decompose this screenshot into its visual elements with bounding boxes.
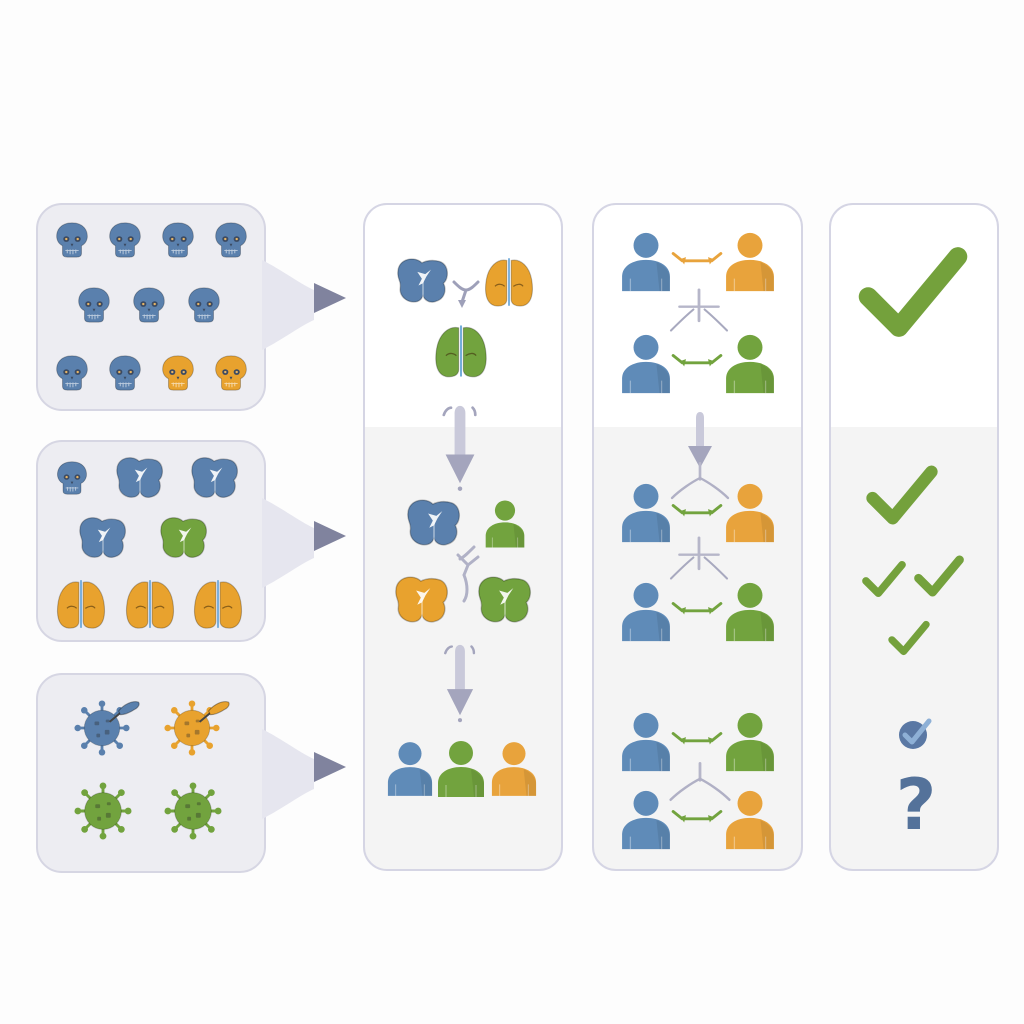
merge-connector — [456, 545, 480, 603]
syringe-icon-blue — [106, 698, 142, 726]
link-arrow-green — [668, 728, 726, 750]
down-arrow-icon — [433, 640, 487, 730]
check-icon-tiny — [886, 620, 932, 656]
skull-icon-blue — [159, 215, 197, 265]
person-icon-green — [724, 332, 776, 396]
kidney-icon-blue — [187, 455, 243, 501]
person-icon-blue — [620, 230, 672, 294]
skull-icon-blue — [54, 455, 90, 501]
organ-icon-orange — [482, 254, 536, 310]
link-arrow-green — [668, 806, 726, 828]
kidney-icon-blue — [75, 515, 131, 561]
large-check-icon — [854, 238, 972, 346]
person-icon-green — [436, 737, 486, 801]
down-arrow-icon — [433, 400, 487, 500]
check-icon — [862, 464, 942, 526]
kidney-icon-green — [156, 515, 212, 561]
kidney-icon-blue — [403, 497, 465, 549]
cross-joiner — [664, 288, 734, 338]
lungs-icon-orange — [53, 578, 109, 630]
lungs-icon-green — [432, 322, 490, 380]
link-arrow-orange — [668, 248, 726, 270]
skull-icon-blue — [106, 348, 144, 398]
person-icon-orange — [724, 230, 776, 294]
lungs-icon-orange — [190, 578, 246, 630]
check-icon-small-right — [912, 554, 966, 598]
kidney-icon-blue — [392, 256, 454, 306]
person-icon-green — [724, 580, 776, 644]
down-arrow-icon — [688, 412, 712, 468]
syringe-icon-orange — [196, 698, 232, 726]
skull-icon-orange — [212, 348, 250, 398]
callout-pointer — [262, 729, 346, 819]
merge-connector — [452, 280, 480, 308]
virus-icon-green — [164, 782, 222, 840]
cross-joiner — [664, 536, 734, 586]
person-icon-blue — [386, 737, 434, 801]
virus-icon-green — [74, 782, 132, 840]
kidney-icon-blue — [112, 455, 168, 501]
person-icon-green — [484, 497, 526, 551]
callout-pointer — [262, 260, 346, 350]
check-icon-small-left — [860, 560, 908, 598]
skull-icon-blue — [106, 215, 144, 265]
skull-icon-blue — [185, 280, 223, 330]
kidney-icon-orange — [391, 574, 453, 626]
lungs-icon-orange — [122, 578, 178, 630]
skull-icon-blue — [212, 215, 250, 265]
question-mark-icon: ? — [895, 764, 937, 846]
skull-icon-blue — [75, 280, 113, 330]
skull-icon-blue — [53, 348, 91, 398]
link-arrow-green — [668, 350, 726, 372]
callout-pointer — [262, 498, 346, 588]
person-icon-blue — [620, 580, 672, 644]
skull-icon-orange — [159, 348, 197, 398]
skull-icon-blue — [130, 280, 168, 330]
checkbox-badge-icon — [899, 718, 932, 749]
link-arrow-green — [668, 500, 726, 522]
person-icon-blue — [620, 788, 672, 852]
person-icon-orange — [724, 788, 776, 852]
person-icon-orange — [490, 737, 538, 801]
link-arrow-green — [668, 598, 726, 620]
person-icon-blue — [620, 332, 672, 396]
skull-icon-blue — [53, 215, 91, 265]
kidney-icon-green — [474, 574, 536, 626]
